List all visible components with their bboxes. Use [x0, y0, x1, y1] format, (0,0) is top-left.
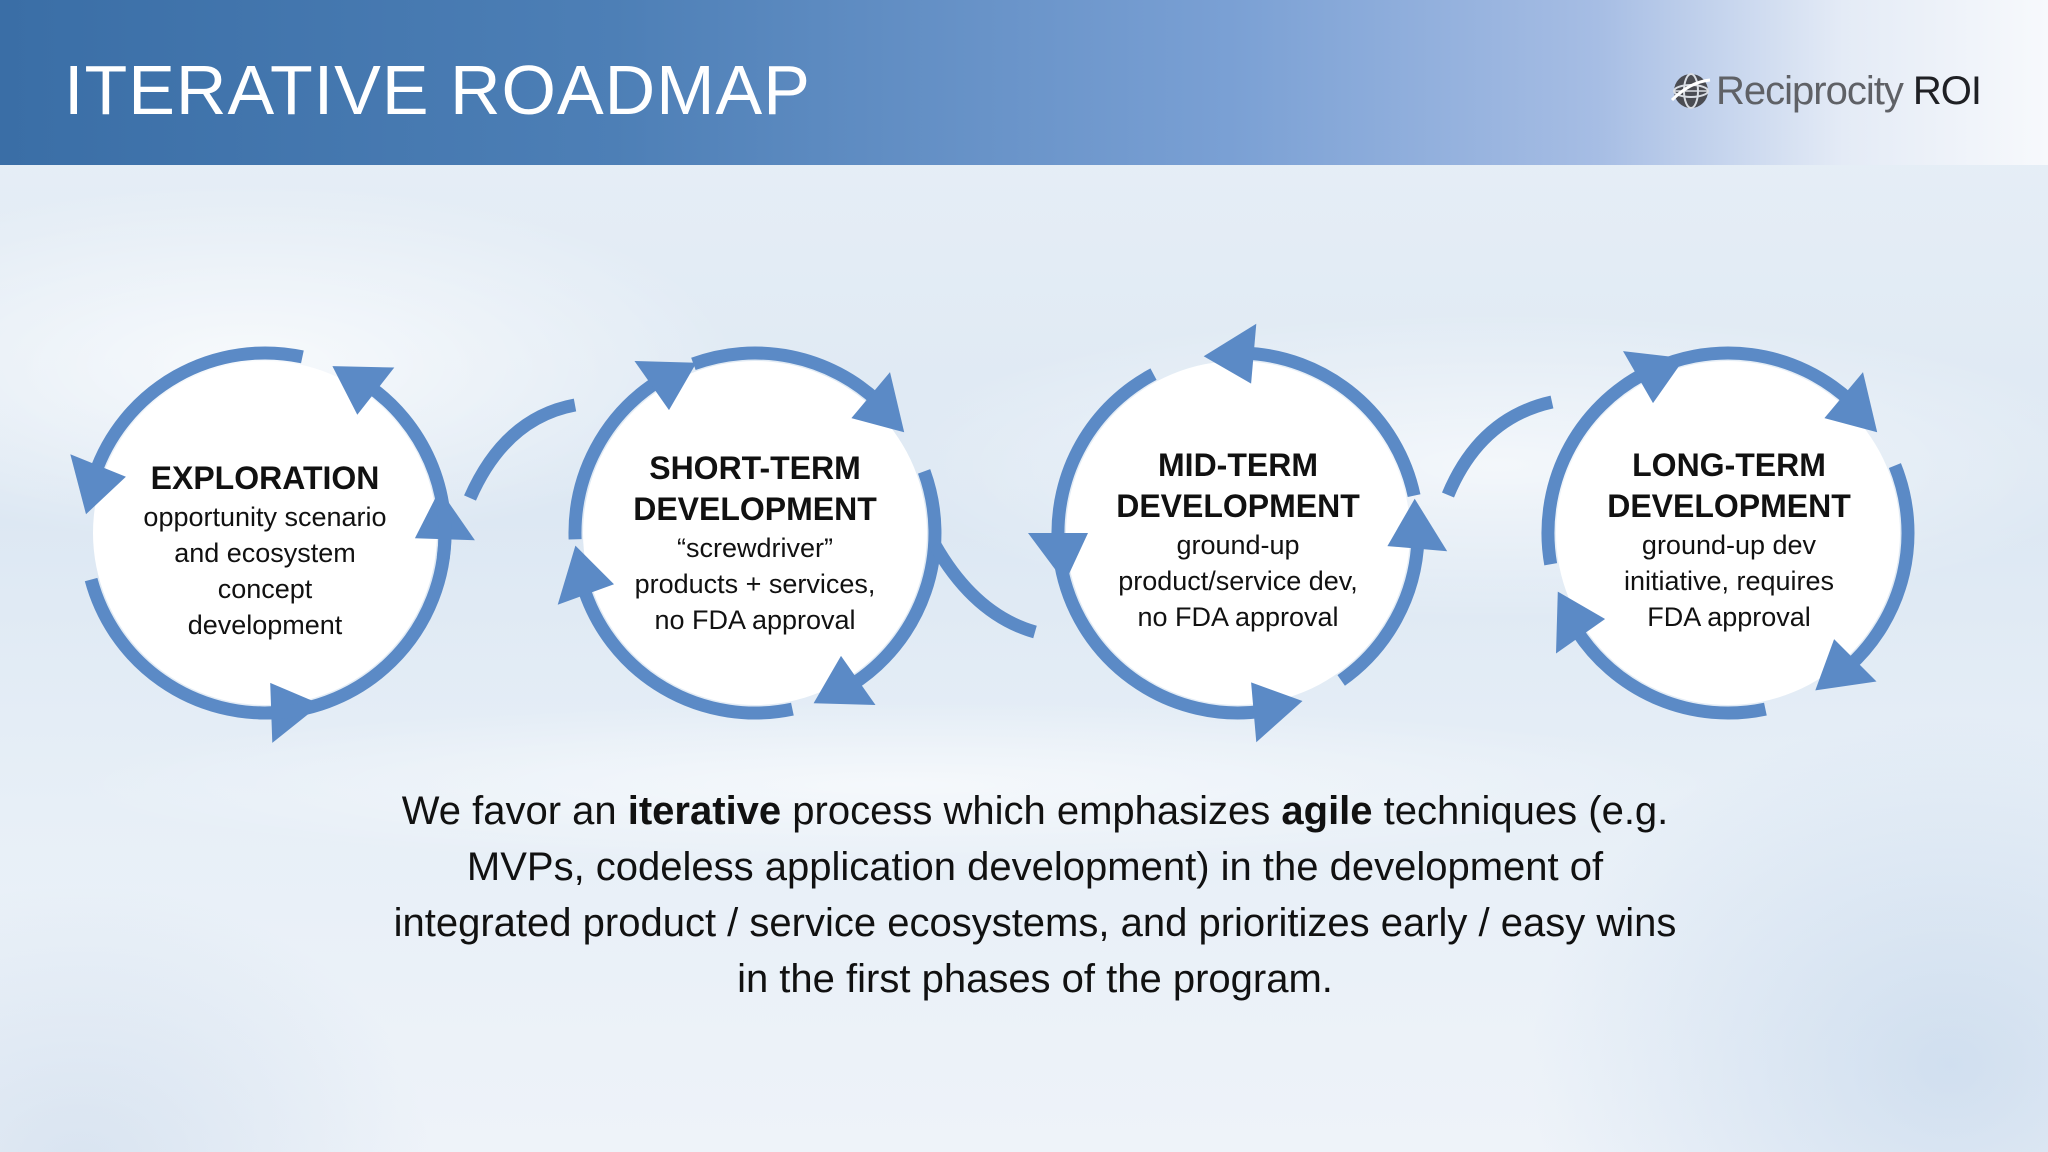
short-term-cycle-arrow-3-arc: [568, 374, 664, 540]
mid-term-cycle-arrow-0-arc: [1244, 346, 1421, 497]
mid-term-cycle-arrow-2-head: [1251, 682, 1303, 743]
stage-description-line: products + services,: [634, 569, 876, 599]
short-term-cycle-arrow-1-head: [813, 655, 876, 705]
mid-term-cycle-arrow-3-arc: [1337, 539, 1425, 686]
mid-term-cycle-disc: [1066, 361, 1410, 705]
connector-1-2: [464, 398, 577, 501]
stage-title: DEVELOPMENT: [1116, 488, 1360, 524]
long-term-cycle-arrow-3-head: [1623, 351, 1685, 404]
short-term-cycle-arrow-2-arc: [576, 583, 794, 720]
long-term-cycle-arrow-1-head: [1815, 639, 1877, 691]
mid-term-cycle-arrow-2-arc: [1054, 563, 1265, 720]
short-term-cycle-arrow-1-arc: [846, 469, 942, 692]
stage-description-line: no FDA approval: [1137, 602, 1339, 632]
stage-title: LONG-TERM: [1632, 447, 1826, 483]
stage-short-term: SHORT-TERM DEVELOPMENT “screwdriver” pro…: [585, 448, 925, 638]
summary-paragraph: We favor an iterative process which emph…: [380, 783, 1690, 1007]
stage-description-line: opportunity scenario: [143, 502, 387, 532]
exploration-cycle-arrow-3-head: [332, 366, 395, 415]
long-term-cycle-disc: [1556, 361, 1900, 705]
summary-text: techniques (e.g. MVPs, codeless applicat…: [393, 789, 1677, 1001]
summary-emphasis-iterative: iterative: [627, 789, 782, 833]
short-term-cycle-arrow-0-head: [851, 372, 905, 433]
exploration-cycle-arrow-1-arc: [84, 577, 282, 720]
stage-title: DEVELOPMENT: [633, 491, 877, 527]
stage-description-line: no FDA approval: [654, 605, 856, 635]
stage-title: MID-TERM: [1158, 447, 1318, 483]
mid-term-cycle-arrow-1-head: [1028, 533, 1088, 583]
mid-term-cycle-arrow-3-head: [1387, 498, 1448, 552]
stage-long-term: LONG-TERM DEVELOPMENT ground-up dev init…: [1560, 445, 1898, 635]
stage-title: DEVELOPMENT: [1607, 488, 1851, 524]
stage-description-line: initiative, requires: [1623, 566, 1835, 596]
connector-3-4: [1441, 395, 1554, 498]
stage-mid-term: MID-TERM DEVELOPMENT ground-up product/s…: [1068, 445, 1408, 635]
exploration-cycle-arrow-2-arc: [258, 529, 452, 720]
logo-suffix: ROI: [1912, 68, 1982, 113]
company-logo: Reciprocity ROI: [1670, 66, 1982, 116]
stage-description-line: and ecosystem: [174, 538, 356, 568]
short-term-cycle-arrow-2-head: [557, 545, 614, 605]
summary-emphasis-agile: agile: [1281, 789, 1373, 833]
long-term-cycle-arrow-2-head: [1556, 591, 1606, 654]
stage-description-line: ground-up: [1176, 530, 1300, 560]
stage-description-line: ground-up dev: [1641, 530, 1817, 560]
slide-title: ITERATIVE ROADMAP: [64, 51, 811, 129]
short-term-cycle-arrow-0-arc: [691, 346, 883, 407]
globe-icon: [1670, 73, 1711, 109]
mid-term-cycle-arrow-1-arc: [1051, 368, 1157, 543]
mid-term-cycle-arrow-0-head: [1203, 323, 1257, 384]
stage-title: SHORT-TERM: [649, 450, 861, 486]
stage-description-line: product/service dev,: [1118, 566, 1358, 596]
exploration-cycle-arrow-0-arc: [88, 346, 304, 477]
long-term-cycle-arrow-1-arc: [1844, 463, 1915, 672]
connector-2-3: [929, 541, 1037, 639]
stage-description-line: development: [187, 610, 343, 640]
stage-exploration: EXPLORATION opportunity scenario and eco…: [90, 458, 440, 643]
summary-text: We favor an: [401, 789, 628, 833]
logo-name: Reciprocity: [1716, 68, 1904, 113]
exploration-cycle-disc: [93, 361, 437, 705]
long-term-cycle-arrow-3-arc: [1541, 366, 1650, 566]
stage-title: EXPLORATION: [150, 460, 380, 496]
long-term-cycle-arrow-2-arc: [1569, 624, 1767, 720]
long-term-cycle-arrow-0-head: [1824, 372, 1878, 433]
exploration-cycle-arrow-0-head: [70, 454, 126, 515]
summary-text: process which emphasizes: [781, 789, 1282, 833]
short-term-cycle-disc: [583, 361, 927, 705]
header-bar: ITERATIVE ROADMAP Reciprocity ROI: [0, 0, 2048, 165]
stage-description-line: “screwdriver”: [676, 533, 833, 563]
stage-description-line: FDA approval: [1647, 602, 1811, 632]
exploration-cycle-arrow-3-arc: [364, 380, 452, 560]
stage-description-line: concept: [217, 574, 313, 604]
short-term-cycle-arrow-3-head: [634, 361, 697, 411]
